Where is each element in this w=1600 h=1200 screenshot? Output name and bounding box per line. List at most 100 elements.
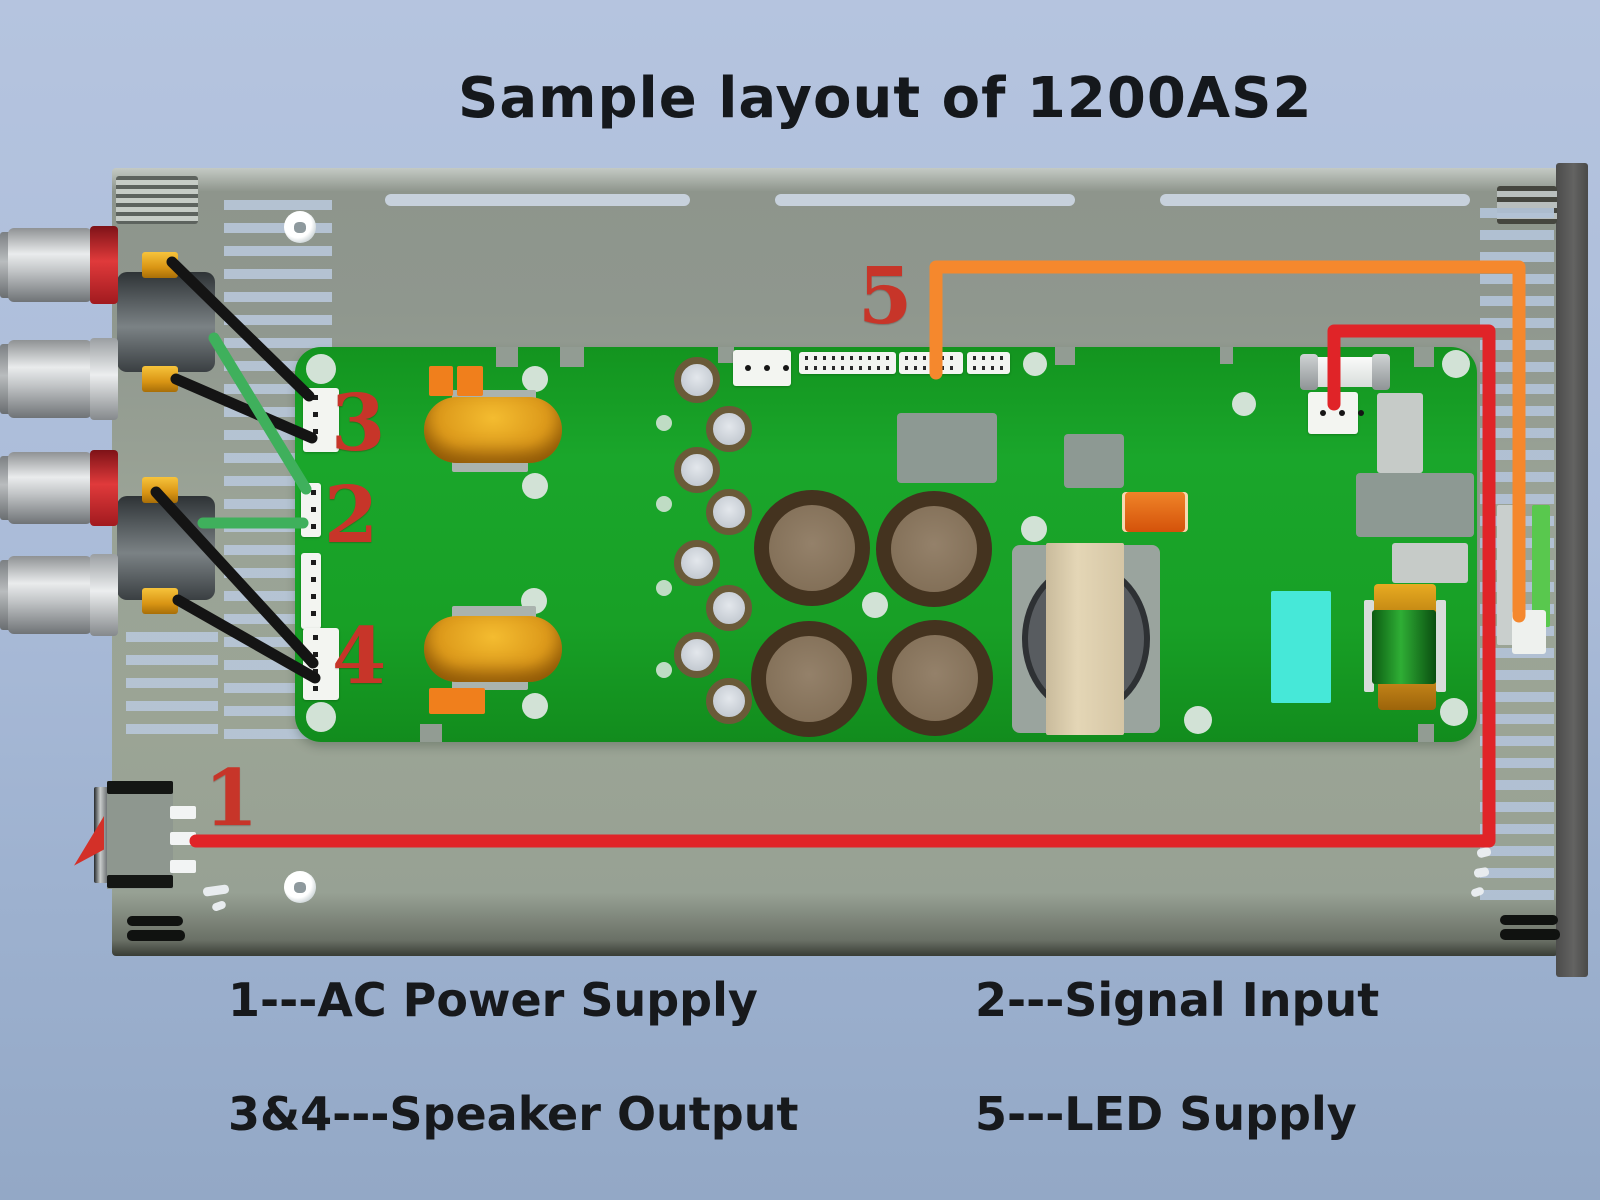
pcb-notch xyxy=(1055,347,1075,365)
chassis-slot xyxy=(127,930,185,941)
pcb-notch xyxy=(1220,347,1233,364)
bulk-capacitor xyxy=(751,621,867,737)
binding-post-3-terminal xyxy=(142,477,178,503)
post-rear-body-lower xyxy=(117,496,215,600)
cyan-component xyxy=(1271,591,1331,703)
chassis-slot xyxy=(1500,915,1558,925)
chassis-slot xyxy=(127,916,183,926)
signal-input-connector-2 xyxy=(301,483,321,537)
binding-post-3-red-ring xyxy=(90,450,118,526)
pcb-via xyxy=(656,496,672,512)
edge-daughterboard xyxy=(1532,505,1550,627)
capacitor-small xyxy=(706,678,752,724)
pcb-mounting-hole xyxy=(1440,698,1468,726)
pcb-notch xyxy=(1414,347,1434,367)
pcb-notch xyxy=(420,724,442,742)
callout-2-signal-input: 2 xyxy=(324,470,379,561)
legend-item-led-supply: 5---LED Supply xyxy=(975,1086,1357,1141)
pcb-hole xyxy=(522,473,548,499)
binding-post-2-terminal xyxy=(142,366,178,392)
legend-item-ac-power: 1---AC Power Supply xyxy=(228,973,758,1027)
heatsink-fins-top-left xyxy=(116,176,198,224)
callout-3-speaker-output: 3 xyxy=(331,378,386,469)
inductor-clip xyxy=(1436,600,1446,692)
chassis-screw-top xyxy=(284,211,316,243)
pcb-hole xyxy=(1023,352,1047,376)
pcb-signal-header-long xyxy=(799,352,896,374)
orange-component xyxy=(429,688,485,714)
pcb-small-header xyxy=(967,352,1010,374)
bulk-capacitor xyxy=(876,491,992,607)
ac-inlet-edge xyxy=(107,875,173,888)
binding-post-4-terminal xyxy=(142,588,178,614)
callout-1-ac-power: 1 xyxy=(204,753,259,844)
post-rear-body-upper xyxy=(117,272,215,372)
chassis-slot xyxy=(1500,929,1560,940)
ac-inlet-terminal xyxy=(170,806,196,819)
callout-4-speaker-output: 4 xyxy=(332,611,387,702)
vent-slot-field-left-lower xyxy=(126,632,218,744)
capacitor-small xyxy=(706,406,752,452)
binding-post-2 xyxy=(8,340,92,418)
pcb-hole xyxy=(1021,516,1047,542)
gray-module xyxy=(1356,473,1474,537)
heatsink-block xyxy=(897,413,997,483)
capacitor-small xyxy=(674,357,720,403)
green-inductor xyxy=(1372,610,1436,684)
pcb-via xyxy=(656,662,672,678)
fuse-cap xyxy=(1372,354,1390,390)
orange-component xyxy=(429,366,453,396)
ac-power-connector-pcb xyxy=(1308,392,1358,434)
gray-module xyxy=(1392,543,1468,583)
capacitor-small xyxy=(674,540,720,586)
output-inductor-toroid-top xyxy=(424,397,562,463)
aux-connector xyxy=(301,553,321,629)
pcb-mounting-hole xyxy=(1442,350,1470,378)
pcb-via xyxy=(656,415,672,431)
binding-post-1-terminal xyxy=(142,252,178,278)
vent-slot-top xyxy=(385,194,690,206)
fuse-cap xyxy=(1300,354,1318,390)
gray-module xyxy=(1377,393,1423,473)
capacitor-small xyxy=(706,585,752,631)
fuse xyxy=(1300,354,1390,390)
ac-inlet-terminal xyxy=(170,860,196,873)
orange-component xyxy=(457,366,483,396)
relay-block xyxy=(1064,434,1124,488)
transformer-tape-band xyxy=(1046,543,1124,735)
led-supply-end-connector xyxy=(1512,610,1546,654)
green-inductor-winding-bottom xyxy=(1378,680,1436,710)
vent-slot-top xyxy=(775,194,1075,206)
chassis-screw-bottom xyxy=(284,871,316,903)
pcb-hole xyxy=(1184,706,1212,734)
pcb-mounting-hole xyxy=(306,702,336,732)
led-supply-header xyxy=(899,352,963,374)
bulk-capacitor xyxy=(754,490,870,606)
chassis-heatsink-wall xyxy=(1556,163,1588,977)
capacitor-small xyxy=(674,447,720,493)
ac-inlet-module xyxy=(107,781,173,889)
pcb-hole xyxy=(522,366,548,392)
pcb-notch xyxy=(718,347,734,363)
binding-post-2-ring xyxy=(90,338,118,420)
pcb-notch xyxy=(496,347,518,367)
callout-5-led-supply: 5 xyxy=(858,251,913,342)
ac-inlet-terminal xyxy=(170,832,196,845)
page-title: Sample layout of 1200AS2 xyxy=(458,66,1313,131)
legend-item-signal-input: 2---Signal Input xyxy=(975,973,1380,1027)
bulk-capacitor xyxy=(877,620,993,736)
capacitor-small xyxy=(706,489,752,535)
legend-item-speaker-output: 3&4---Speaker Output xyxy=(228,1086,799,1141)
pcb-notch xyxy=(560,347,584,367)
binding-post-4 xyxy=(8,556,92,634)
binding-post-1 xyxy=(8,228,92,302)
output-inductor-toroid-bottom xyxy=(424,616,562,682)
capacitor-small xyxy=(674,632,720,678)
pcb-3pin-header xyxy=(733,350,791,386)
pcb-hole xyxy=(1232,392,1256,416)
power-resistor xyxy=(1122,492,1188,532)
vent-slot-top xyxy=(1160,194,1470,206)
pcb-hole xyxy=(862,592,888,618)
binding-post-1-red-ring xyxy=(90,226,118,304)
